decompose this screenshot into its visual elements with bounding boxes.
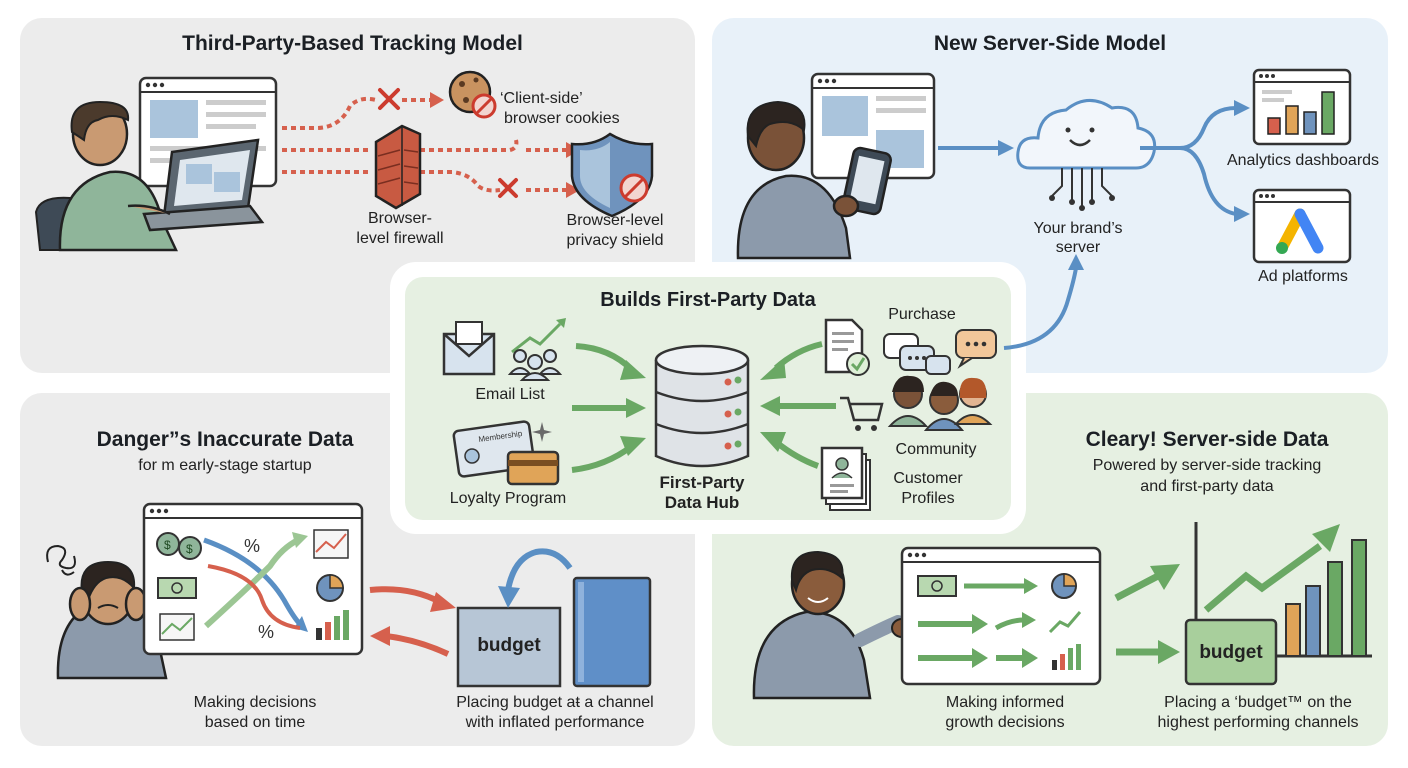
channel-column-icon bbox=[572, 576, 652, 688]
first-party-title: Builds First-Party Data bbox=[600, 289, 816, 311]
ads-label: Ad platforms bbox=[1258, 268, 1348, 285]
analytics-label: Analytics dashboards bbox=[1226, 152, 1380, 169]
hub-label-1: First-Party bbox=[659, 473, 745, 492]
database-hub-icon bbox=[654, 344, 750, 468]
danger-subtitle: for m early-stage startup bbox=[138, 457, 312, 474]
danger-title: Danger”s Inaccurate Data bbox=[96, 428, 354, 451]
svg-text:%: % bbox=[258, 622, 274, 642]
shield-label-2: privacy shield bbox=[566, 232, 664, 249]
chat-bubbles-icon bbox=[883, 329, 997, 375]
placing-label-1: Placing budget aŧ a channel bbox=[456, 694, 654, 711]
shopping-cart-icon bbox=[840, 396, 884, 431]
ad-platform-icon bbox=[1252, 188, 1352, 264]
cookie-icon bbox=[448, 70, 497, 119]
person-laptop-icon bbox=[58, 100, 265, 252]
purchase-document-icon bbox=[824, 318, 870, 376]
profiles-label-1: Customer bbox=[893, 470, 963, 487]
informed-label-1: Making informed bbox=[945, 694, 1065, 711]
organized-dashboard-icon bbox=[900, 546, 1102, 686]
cloud-server-icon bbox=[1016, 99, 1157, 211]
svg-text:$: $ bbox=[186, 542, 193, 556]
firewall-label-1: Browser- bbox=[367, 210, 432, 227]
server-side-title: New Server-Side Model bbox=[933, 32, 1167, 55]
community-label: Community bbox=[895, 441, 977, 458]
browser-window-icon bbox=[810, 72, 936, 180]
clear-subtitle-1: Powered by server-side tracking bbox=[1092, 457, 1322, 474]
person-phone-icon bbox=[736, 100, 892, 260]
clear-placing-label-1: Placing a ‘budget™ on the bbox=[1164, 694, 1352, 711]
community-people-icon bbox=[887, 375, 993, 431]
cookies-label-2: browser cookies bbox=[504, 110, 620, 127]
svg-text:$: $ bbox=[164, 538, 171, 552]
purchase-label: Purchase bbox=[888, 306, 956, 323]
placing-label-2: with inflated performance bbox=[465, 714, 645, 731]
email-list-label: Email List bbox=[475, 386, 545, 403]
analytics-dashboard-icon bbox=[1252, 68, 1352, 146]
budget-label-danger: budget bbox=[477, 635, 541, 656]
loyalty-label: Loyalty Program bbox=[449, 490, 567, 507]
decisions-label-2: based on time bbox=[204, 714, 306, 731]
users-trend-icon bbox=[507, 318, 566, 381]
cookies-label-1: ‘Client-side’ bbox=[500, 90, 583, 107]
svg-text:%: % bbox=[244, 536, 260, 556]
shield-icon bbox=[570, 132, 654, 218]
firewall-label-2: level firewall bbox=[356, 230, 444, 247]
email-envelope-icon bbox=[442, 321, 496, 376]
credit-card-icon bbox=[506, 450, 560, 486]
budget-box-danger bbox=[456, 606, 562, 688]
profiles-label-2: Profiles bbox=[901, 490, 955, 507]
budget-label-clear: budget bbox=[1199, 642, 1263, 663]
pointing-person-icon bbox=[752, 550, 919, 700]
decisions-label-1: Making decisions bbox=[193, 694, 317, 711]
growth-chart-icon bbox=[1194, 522, 1372, 658]
informed-label-2: growth decisions bbox=[945, 714, 1065, 731]
server-label-1: Your brand’s bbox=[1033, 220, 1123, 237]
stress-scribble-icon bbox=[46, 544, 76, 576]
clear-subtitle-2: and first-party data bbox=[1140, 478, 1274, 495]
third-party-title: Third-Party-Based Tracking Model bbox=[182, 32, 523, 55]
budget-box-clear bbox=[1184, 618, 1278, 686]
server-label-2: server bbox=[1055, 239, 1101, 256]
clear-title: Cleary! Server-side Data bbox=[1085, 428, 1329, 451]
customer-profiles-icon bbox=[820, 446, 871, 511]
firewall-icon bbox=[374, 124, 422, 210]
shield-label-1: Browser-level bbox=[566, 212, 664, 229]
clear-placing-label-2: highest performing channels bbox=[1157, 714, 1359, 731]
chaotic-dashboard-icon: $ $ % % bbox=[142, 502, 364, 656]
hub-label-2: Data Hub bbox=[664, 493, 740, 512]
